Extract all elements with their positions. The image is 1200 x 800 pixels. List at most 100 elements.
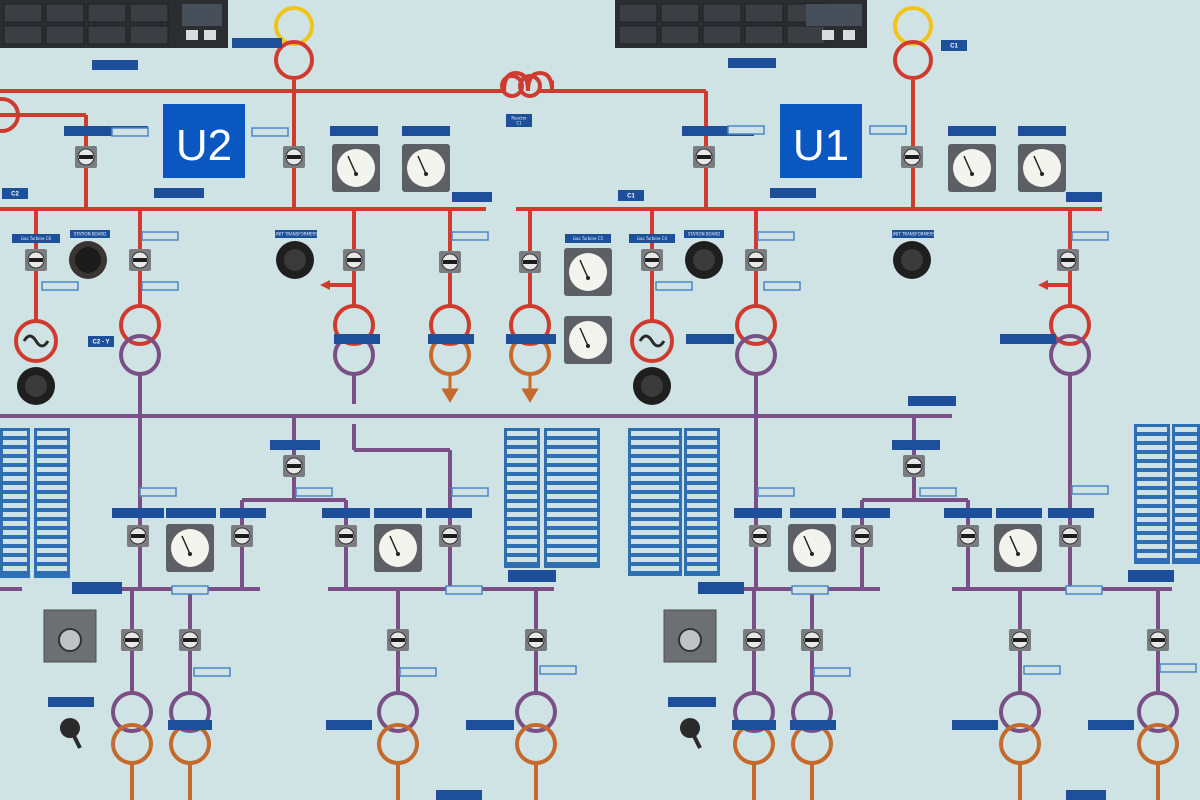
- tag-frame-19: [171, 585, 209, 595]
- analog-meter-2: [402, 144, 450, 192]
- breaker-switch-15: [127, 525, 149, 547]
- label-plate-15: [686, 334, 734, 344]
- red-arrowheads: [320, 280, 1048, 290]
- label-plate-48: [1066, 790, 1106, 800]
- tag-frame-25: [539, 665, 577, 675]
- label-plate-31: [944, 508, 992, 518]
- breaker-switch-6: [129, 249, 151, 271]
- indicator-strip-8: [1172, 424, 1200, 564]
- label-plate-35: [508, 570, 556, 582]
- plate-gas-turbine-c6: Gas Turbine C6: [12, 234, 60, 243]
- top-transformer-u2: [274, 6, 314, 80]
- tag-frame-1: [111, 127, 149, 137]
- breaker-switch-17: [335, 525, 357, 547]
- label-plate-21: [892, 440, 940, 450]
- reset-box-right: [663, 609, 717, 663]
- indicator-strip-1: [0, 428, 30, 578]
- breaker-switch-27: [743, 629, 765, 651]
- label-plate-5: [154, 188, 204, 198]
- tag-frame-24: [399, 667, 437, 677]
- label-plate-42: [668, 697, 716, 707]
- svg-text:UNIT TRANSFORMERS: UNIT TRANSFORMERS: [891, 232, 935, 237]
- analog-meter-7: [166, 524, 214, 572]
- label-plate-40: [326, 720, 372, 730]
- breaker-switch-28: [801, 629, 823, 651]
- label-plate-32: [996, 508, 1042, 518]
- socket-3: [685, 241, 723, 279]
- svg-text:C2: C2: [11, 192, 19, 198]
- label-plate-30: [842, 508, 890, 518]
- breaker-switch-13: [283, 455, 305, 477]
- svg-text:STATION BOARD: STATION BOARD: [74, 232, 106, 237]
- top-transformer-u1: [893, 6, 933, 80]
- breaker-switch-3: [693, 146, 715, 168]
- tag-frame-7: [757, 231, 795, 241]
- label-plate-45: [952, 720, 998, 730]
- tag-frame-14: [295, 487, 333, 497]
- svg-text:Gas Turbine C4: Gas Turbine C4: [637, 236, 668, 241]
- meter-group: [166, 144, 1066, 572]
- plate-station-board-right: STATION BOARD: [684, 230, 724, 238]
- breaker-switch-11: [745, 249, 767, 271]
- breaker-switch-18: [439, 525, 461, 547]
- breaker-switch-1: [75, 146, 97, 168]
- label-plate-8: [452, 192, 492, 202]
- svg-text:C1: C1: [627, 194, 635, 200]
- analog-meter-10: [994, 524, 1042, 572]
- tag-frame-5: [141, 231, 179, 241]
- breaker-switch-16: [231, 525, 253, 547]
- plate-gas-turbine-c4: Gas Turbine C4: [629, 234, 675, 243]
- svg-text:Gas Turbine C5: Gas Turbine C5: [573, 236, 604, 241]
- svg-text:Gas Turbine C6: Gas Turbine C6: [21, 236, 52, 241]
- svg-text:STATION BOARD: STATION BOARD: [688, 232, 720, 237]
- unit-badge-u2: U2: [163, 104, 245, 178]
- tag-frame-9: [41, 281, 79, 291]
- label-plate-41: [466, 720, 514, 730]
- label-plate-7: [402, 126, 450, 136]
- plate-unit-transformers-right: UNIT TRANSFORMERS: [891, 230, 935, 238]
- label-plate-22: [112, 508, 164, 518]
- tag-frame-12: [763, 281, 801, 291]
- breaker-switch-25: [387, 629, 409, 651]
- label-plate-24: [220, 508, 266, 518]
- analog-meter-1: [332, 144, 380, 192]
- plate-unit-transformers-left: UNIT TRANSFORMERS: [274, 230, 318, 238]
- label-plate-38: [48, 697, 94, 707]
- label-plate-46: [1088, 720, 1134, 730]
- label-plate-25: [322, 508, 370, 518]
- tag-frame-2: [251, 127, 289, 137]
- label-plate-26: [374, 508, 422, 518]
- label-plate-23: [166, 508, 216, 518]
- analog-meter-8: [374, 524, 422, 572]
- indicator-strip-2: [34, 428, 70, 578]
- plate-station-board-left: STATION BOARD: [70, 230, 110, 238]
- breaker-switch-29: [1009, 629, 1031, 651]
- tag-frame-27: [1023, 665, 1061, 675]
- analog-meter-9: [788, 524, 836, 572]
- label-plate-9: [682, 126, 754, 136]
- label-plate-12: [1018, 126, 1066, 136]
- label-plate-17: [428, 334, 474, 344]
- label-plate-16: [334, 334, 380, 344]
- breaker-switch-group: [25, 146, 1169, 651]
- unit-badge-u1: U1: [780, 104, 862, 178]
- label-plate-36: [698, 582, 744, 594]
- indicator-strip-5: [628, 428, 682, 576]
- label-plate-19: [908, 396, 956, 406]
- svg-text:U1: U1: [793, 121, 849, 170]
- annunciator-panel-left: [0, 0, 228, 48]
- breaker-switch-24: [179, 629, 201, 651]
- breaker-switch-10: [641, 249, 663, 271]
- analog-meter-6: [564, 316, 612, 364]
- tag-frame-26: [813, 667, 851, 677]
- breaker-switch-5: [25, 249, 47, 271]
- tag-frame-21: [791, 585, 829, 595]
- tag-frame-10: [141, 281, 179, 291]
- plate-c1: C1: [941, 40, 967, 51]
- label-plate-4: [64, 126, 148, 136]
- breaker-switch-2: [283, 146, 305, 168]
- toggle-switch-right: [680, 718, 702, 749]
- socket-5: [17, 367, 55, 405]
- generator-g6: [14, 319, 58, 363]
